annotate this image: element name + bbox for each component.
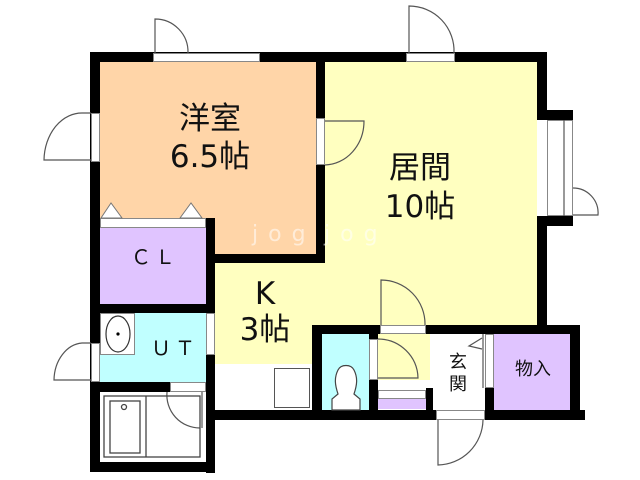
wall-right-lower: [537, 216, 547, 328]
entrance-label-2: 関: [449, 374, 467, 395]
window-left-utility: [91, 343, 100, 382]
door-utility-kitchen[interactable]: [206, 313, 215, 355]
hall-area: [378, 334, 430, 380]
wall-western-bottom: [206, 254, 325, 263]
entrance-label-1: 玄: [449, 352, 467, 373]
wall-left: [90, 52, 100, 472]
watermark: jog: [324, 222, 388, 247]
wall-kitchen-bottom: [215, 410, 585, 420]
storage: [494, 334, 570, 410]
kitchen-size: 3帖: [239, 312, 291, 348]
wall-storage-left: [485, 388, 494, 420]
wall-right-bay-top: [537, 110, 573, 120]
living-room-size: 10帖: [384, 189, 456, 225]
wall-right-upper: [537, 52, 547, 110]
kitchen: [215, 254, 325, 364]
living-room: [325, 62, 537, 328]
wall-storage-right: [570, 325, 580, 420]
utility-label: ＵＴ: [151, 336, 199, 360]
storage-door[interactable]: [485, 334, 494, 388]
western-room-name: 洋室: [179, 101, 241, 137]
closet-label: ＣＬ: [131, 245, 179, 269]
door-bath[interactable]: [170, 382, 206, 392]
entrance-door[interactable]: [436, 410, 485, 420]
kitchen-appliance: [274, 368, 310, 408]
door-toilet[interactable]: [369, 339, 378, 380]
closet-door[interactable]: [100, 218, 206, 228]
wall-toilet-left: [312, 325, 322, 420]
hall-step: [378, 390, 426, 399]
bathroom: [100, 392, 206, 462]
door-western-living[interactable]: [316, 118, 325, 165]
wall-living-bottom: [312, 325, 580, 334]
wall-right-bay-bottom: [537, 216, 573, 226]
hall-shelf: [378, 399, 426, 409]
door-living-hall[interactable]: [380, 325, 426, 334]
window-top-western: [153, 53, 260, 62]
wall-bottom-left: [90, 462, 215, 472]
bay-window: [547, 120, 573, 216]
western-room-size: 6.5帖: [169, 139, 251, 175]
door-top-living[interactable]: [406, 53, 455, 62]
storage-label: 物入: [515, 359, 551, 380]
entrance: [433, 334, 485, 420]
wall-ut-bottom: [100, 382, 170, 392]
wall-closet-bottom: [100, 304, 206, 313]
window-left-western: [91, 113, 100, 162]
wall-hall-right: [426, 388, 433, 420]
living-room-name: 居間: [389, 150, 451, 186]
kitchen-name: K: [254, 276, 276, 312]
watermark: jog: [252, 222, 316, 247]
closet: [100, 228, 206, 304]
